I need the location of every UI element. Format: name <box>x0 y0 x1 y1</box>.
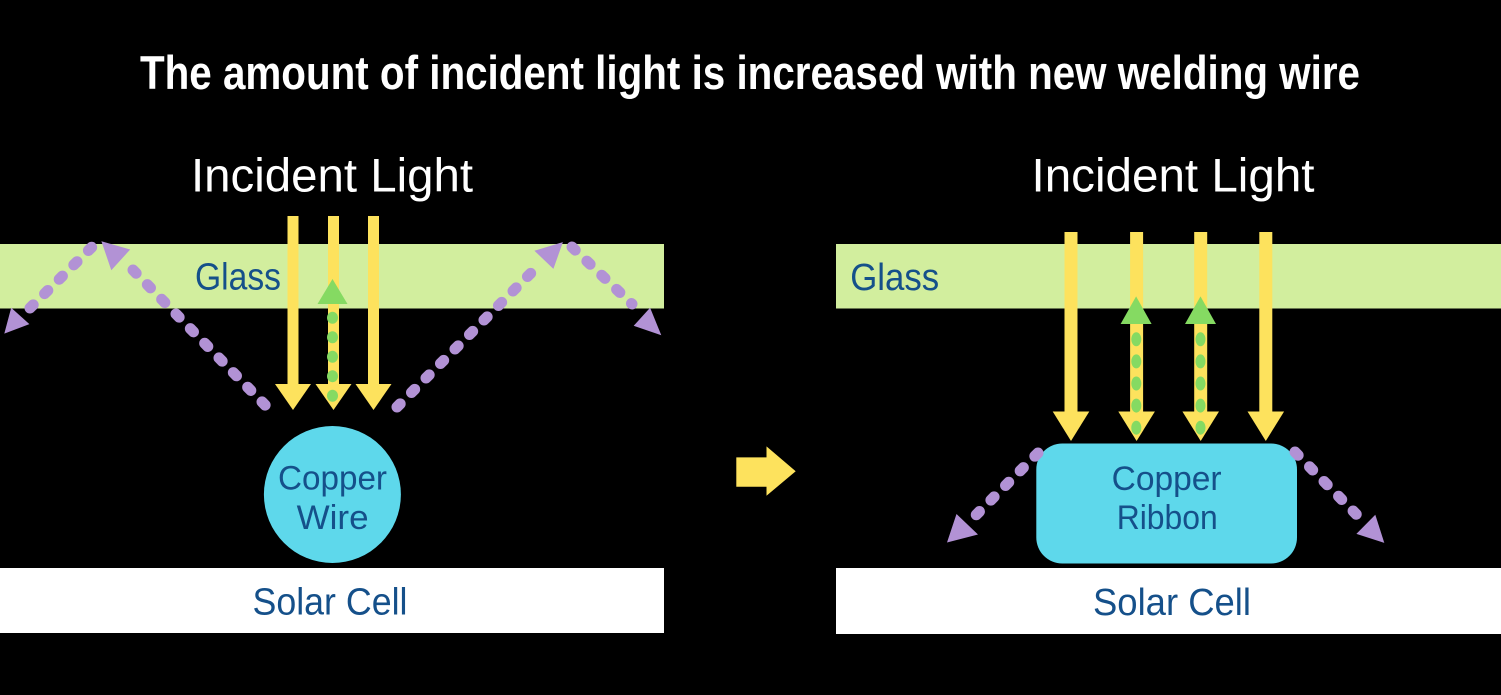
svg-text:Incident Light: Incident Light <box>1032 149 1315 202</box>
svg-text:Copper: Copper <box>1112 460 1222 498</box>
svg-text:The amount of incident light i: The amount of incident light is increase… <box>140 46 1360 99</box>
svg-text:Glass: Glass <box>195 257 281 299</box>
svg-text:Solar Cell: Solar Cell <box>1093 582 1251 624</box>
svg-text:Copper: Copper <box>278 460 387 498</box>
svg-text:Incident Light: Incident Light <box>191 149 473 202</box>
svg-text:Glass: Glass <box>850 257 939 299</box>
svg-text:Wire: Wire <box>297 499 369 537</box>
svg-text:Ribbon: Ribbon <box>1117 499 1218 537</box>
svg-text:Solar Cell: Solar Cell <box>253 582 408 624</box>
